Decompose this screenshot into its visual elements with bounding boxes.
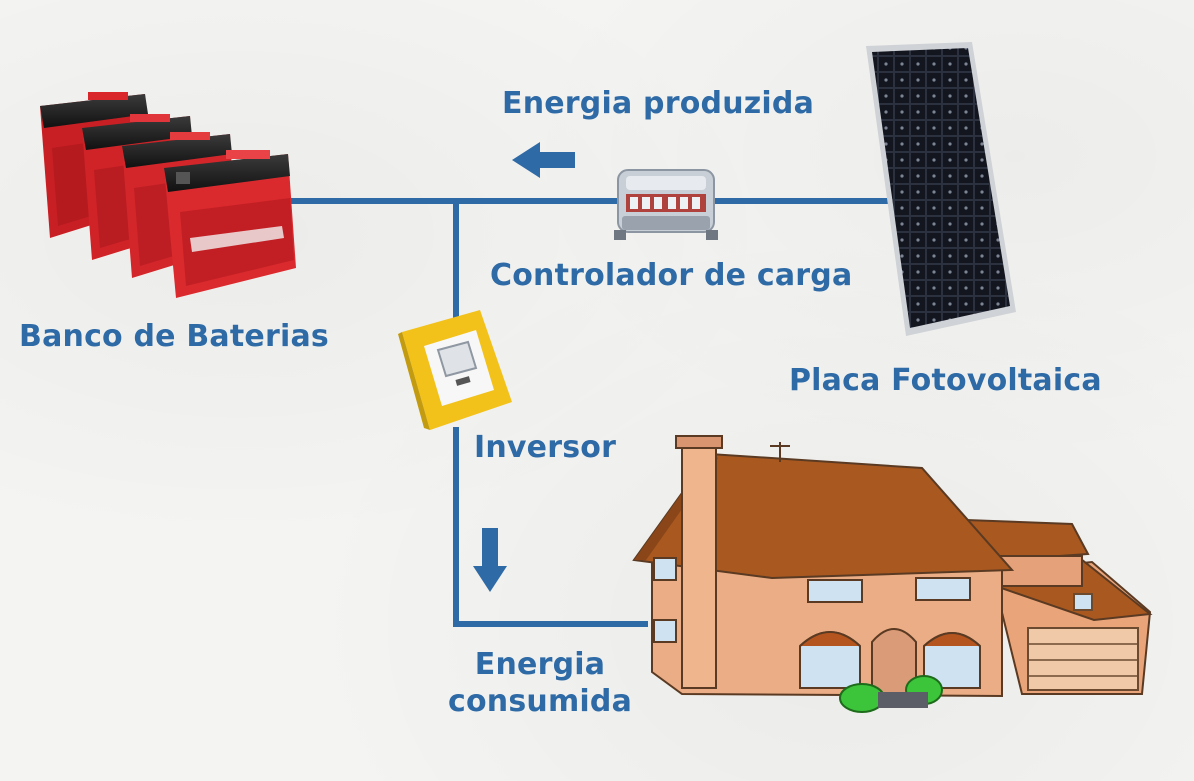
house-icon bbox=[632, 435, 1153, 713]
energy-consumed-label-line1: Energia bbox=[474, 647, 606, 682]
charge-controller-icon bbox=[614, 169, 718, 240]
arrow-down-icon bbox=[473, 528, 507, 592]
energy-consumed-label-line2: consumida bbox=[447, 684, 633, 719]
battery-bank-label: Banco de Baterias bbox=[19, 319, 329, 354]
arrow-left-icon bbox=[512, 142, 575, 178]
solar-panel-icon bbox=[866, 42, 1016, 336]
energy-produced-label: Energia produzida bbox=[502, 86, 815, 121]
inverter-label: Inversor bbox=[474, 430, 617, 465]
house-supply-wire bbox=[453, 427, 648, 627]
charge-controller-label: Controlador de carga bbox=[490, 258, 853, 293]
battery-icon bbox=[40, 92, 296, 298]
inverter-icon bbox=[398, 310, 512, 430]
solar-panel-label: Placa Fotovoltaica bbox=[789, 363, 1102, 398]
